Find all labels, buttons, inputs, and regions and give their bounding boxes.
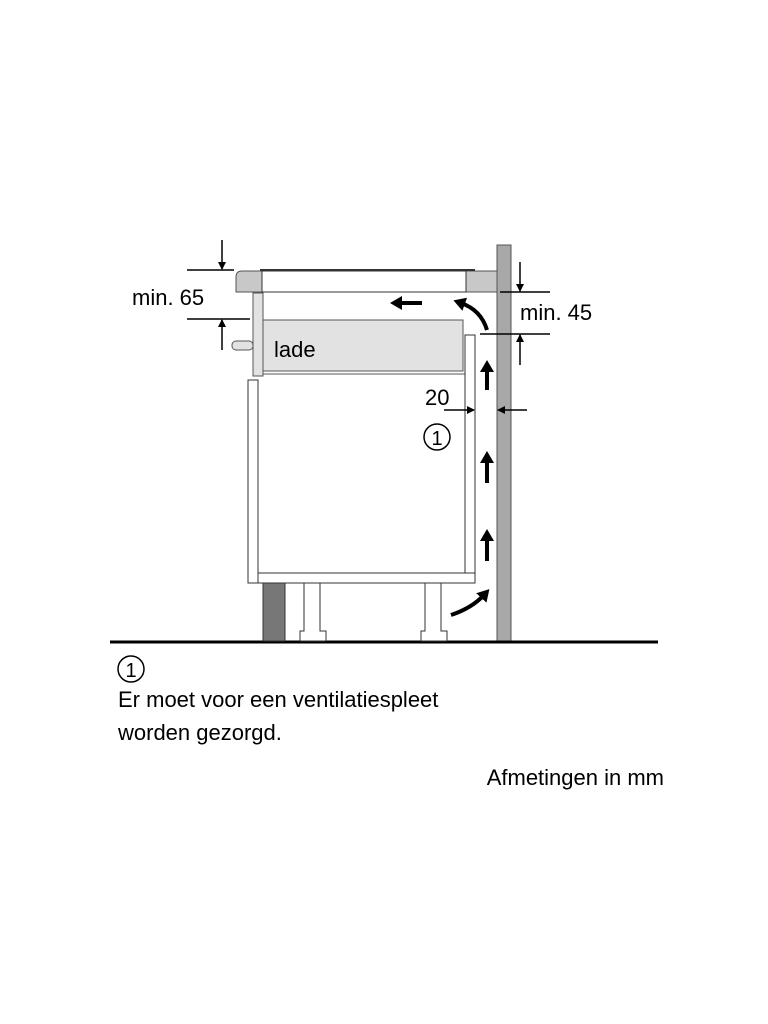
worktop-left [235,270,263,293]
airflow-arrow-curve-bottom [450,589,490,617]
units-note: Afmetingen in mm [487,765,664,790]
cabinet-back [464,334,476,574]
dimension-lines [187,240,550,414]
leg [299,582,327,642]
wall [496,244,512,643]
cabinet-bottom [257,572,476,584]
marker-number: 1 [431,428,442,450]
airflow-arrow-curve-top [453,297,489,331]
label-gap: 20 [425,385,449,410]
label-drawer: lade [274,337,316,362]
airflow-arrows [390,296,494,617]
marker-circle [423,423,451,451]
hob [261,270,467,293]
knob [231,340,254,351]
legend-line-1: Er moet voor een ventilatiespleet [118,687,438,712]
plinth [262,582,286,642]
worktop-right [465,270,498,293]
cabinet-side [247,379,259,584]
leg [420,582,448,642]
label-min-top: min. 65 [132,285,204,310]
legend-line-2: worden gezorgd. [117,720,282,745]
label-min-side: min. 45 [520,300,592,325]
front-panel [252,292,264,377]
legend-marker-number: 1 [125,660,136,682]
drawer [262,319,464,372]
legend-marker-circle [117,655,145,683]
